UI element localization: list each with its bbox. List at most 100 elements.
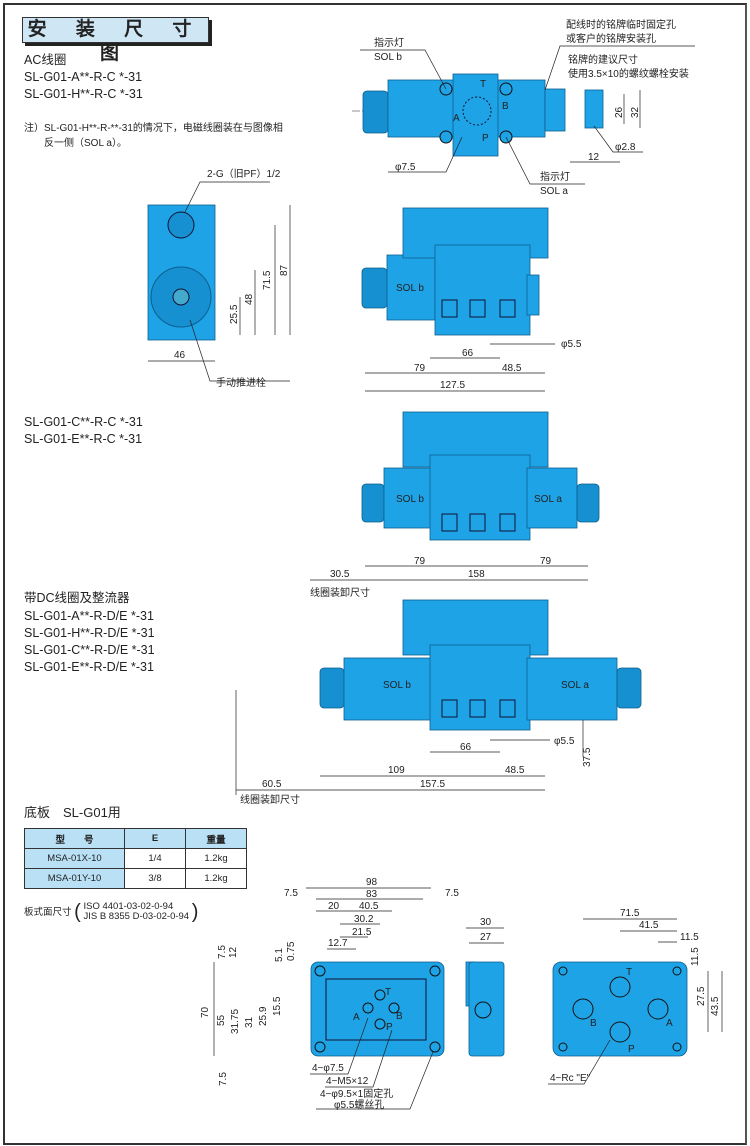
port-p-label: P bbox=[386, 1022, 393, 1033]
port-b-label: B bbox=[590, 1018, 597, 1029]
ac-note: 反一侧（SOL a）。 bbox=[44, 138, 127, 149]
lamp-a-label: 指示灯 bbox=[540, 170, 570, 183]
sol-a-label: SOL a bbox=[540, 186, 568, 197]
dim-7-5: 7.5 bbox=[445, 888, 459, 899]
ce-model: SL-G01-C**-R-C *-31 bbox=[24, 415, 143, 429]
jis-standard: JIS B 8355 D-03-02-0-94 bbox=[83, 911, 190, 923]
dim-37-5: 37.5 bbox=[582, 747, 593, 767]
sol-a-label: SOL a bbox=[561, 680, 589, 691]
dim-46: 46 bbox=[174, 350, 186, 361]
dim-98: 98 bbox=[366, 877, 378, 888]
port-t-label: T bbox=[626, 967, 632, 978]
dim-30: 30 bbox=[480, 917, 492, 928]
valve-side-view: 2-G（旧PF）1/2 87 71.5 48 25.5 46 手动推进栓 bbox=[147, 168, 291, 389]
dim-55-v: 55 bbox=[216, 1014, 227, 1026]
callout-fixing-hole: 4−φ9.5×1固定孔 bbox=[320, 1087, 393, 1100]
dim-127-5: 127.5 bbox=[440, 380, 465, 391]
subplate-side-view: 30 27 bbox=[465, 917, 505, 1057]
dim-87: 87 bbox=[279, 264, 290, 276]
table-row: MSA-01X-10 1/4 1.2kg bbox=[24, 848, 247, 869]
dc-model: SL-G01-C**-R-D/E *-31 bbox=[24, 643, 155, 657]
dim-11-5: 11.5 bbox=[680, 932, 699, 943]
dim-70-v: 70 bbox=[200, 1006, 211, 1018]
dim-32: 32 bbox=[630, 106, 641, 118]
port-size-label: 2-G（旧PF）1/2 bbox=[207, 168, 281, 180]
dim-25-5: 25.5 bbox=[229, 304, 240, 324]
page-frame bbox=[3, 3, 747, 1145]
port-t-label: T bbox=[480, 79, 486, 90]
dim-phi5-5: φ5.5 bbox=[554, 736, 575, 747]
plate-hole-label: 配线时的铭牌临时固定孔 bbox=[566, 18, 676, 31]
coil-removal-label: 线圈装卸尺寸 bbox=[240, 793, 300, 806]
dim-48-5: 48.5 bbox=[505, 765, 525, 776]
port-p-label: P bbox=[628, 1044, 635, 1055]
dim-66: 66 bbox=[462, 348, 474, 359]
coil-removal-label: 线圈装卸尺寸 bbox=[310, 586, 370, 599]
dim-157-5: 157.5 bbox=[420, 779, 445, 790]
dc-model: SL-G01-A**-R-D/E *-31 bbox=[24, 609, 154, 623]
subplate-top-view: T A B P 98 83 7.5 7.5 20 40.5 30.2 21.5 … bbox=[200, 877, 459, 1111]
iso-standard: ISO 4401-03-02-0-94 bbox=[83, 901, 174, 913]
dc-model: SL-G01-E**-R-D/E *-31 bbox=[24, 660, 154, 674]
dim-48-5: 48.5 bbox=[502, 363, 522, 374]
callout-m5: 4−M5×12 bbox=[326, 1076, 369, 1087]
manual-override-label: 手动推进栓 bbox=[216, 376, 266, 389]
dim-66: 66 bbox=[460, 742, 472, 753]
dim-phi5-5: φ5.5 bbox=[561, 339, 582, 350]
dim-7-5-v: 7.5 bbox=[218, 1072, 229, 1086]
dim-0-75-v: 0.75 bbox=[286, 941, 297, 961]
dim-30-2: 30.2 bbox=[354, 914, 374, 925]
ac-heading: AC线圈 bbox=[24, 53, 67, 67]
dim-60-5: 60.5 bbox=[262, 779, 282, 790]
plate-bolt-label: 使用3.5×10的螺纹螺栓安装 bbox=[568, 67, 689, 80]
dim-7-5: 7.5 bbox=[284, 888, 298, 899]
dim-79: 79 bbox=[414, 556, 426, 567]
subplate-table: 型 号 E 重量 MSA-01X-10 1/4 1.2kg MSA-01Y-10… bbox=[24, 828, 247, 889]
dim-31-75-v: 31.75 bbox=[230, 1009, 241, 1034]
callout-screw-hole: φ5.5螺丝孔 bbox=[334, 1099, 384, 1111]
port-b-label: B bbox=[502, 101, 509, 112]
sol-b-label: SOL b bbox=[383, 680, 411, 691]
dc-model: SL-G01-H**-R-D/E *-31 bbox=[24, 626, 155, 640]
dim-83: 83 bbox=[366, 889, 378, 900]
dim-12-7: 12.7 bbox=[328, 938, 348, 949]
cell-model: MSA-01Y-10 bbox=[24, 868, 125, 889]
dim-109: 109 bbox=[388, 765, 405, 776]
dim-79: 79 bbox=[540, 556, 552, 567]
valve-front-view-ac: SOL b 66 φ5.5 79 48.5 127.5 bbox=[361, 207, 582, 392]
valve-front-view-dc: SOL b SOL a 66 φ5.5 37.5 109 48.5 60.5 1… bbox=[235, 599, 642, 806]
port-a-label: A bbox=[353, 1012, 360, 1023]
dc-heading: 带DC线圈及整流器 bbox=[24, 591, 130, 605]
ac-model: SL-G01-A**-R-C *-31 bbox=[24, 70, 143, 84]
header-e: E bbox=[124, 828, 186, 849]
cell-weight: 1.2kg bbox=[185, 868, 247, 889]
dim-27-5-v: 27.5 bbox=[696, 986, 707, 1006]
port-t-label: T bbox=[385, 987, 391, 998]
sol-b-label: SOL b bbox=[396, 494, 424, 505]
dim-41-5: 41.5 bbox=[639, 920, 659, 931]
interface-label: 板式面尺寸 bbox=[24, 907, 72, 918]
header-weight: 重量 bbox=[185, 828, 247, 849]
dim-5-1-v: 5.1 bbox=[274, 948, 285, 962]
port-a-label: A bbox=[666, 1018, 673, 1029]
dim-71-5: 71.5 bbox=[620, 908, 640, 919]
ce-model: SL-G01-E**-R-C *-31 bbox=[24, 432, 143, 446]
plate-hole-label: 或客户的铭牌安装孔 bbox=[566, 32, 656, 45]
valve-top-view: T B A P 指示灯 SOL b φ7.5 指示灯 SOL a 配线时的铭牌临… bbox=[352, 18, 695, 197]
cell-model: MSA-01X-10 bbox=[24, 848, 125, 869]
dim-7-5-v: 7.5 bbox=[217, 945, 228, 959]
callout-rc-port: 4−Rc "E" bbox=[550, 1073, 591, 1084]
dim-12: 12 bbox=[588, 152, 600, 163]
dim-40-5: 40.5 bbox=[359, 901, 379, 912]
port-b-label: B bbox=[396, 1011, 403, 1022]
valve-front-view-ce: SOL b SOL a 79 79 30.5 158 线圈装卸尺寸 bbox=[310, 411, 600, 599]
dim-11-5-v: 11.5 bbox=[690, 947, 701, 966]
dim-25-9-v: 25.9 bbox=[258, 1006, 269, 1026]
subplate-bottom-view: T B A P 71.5 41.5 11.5 11.5 27.5 43.5 4−… bbox=[548, 908, 723, 1085]
dim-48: 48 bbox=[244, 293, 255, 305]
dim-12-v: 12 bbox=[228, 946, 239, 958]
port-a-label: A bbox=[453, 113, 460, 124]
dim-15-5-v: 15.5 bbox=[272, 996, 283, 1016]
dim-43-5-v: 43.5 bbox=[710, 996, 721, 1016]
dim-21-5: 21.5 bbox=[352, 927, 372, 938]
